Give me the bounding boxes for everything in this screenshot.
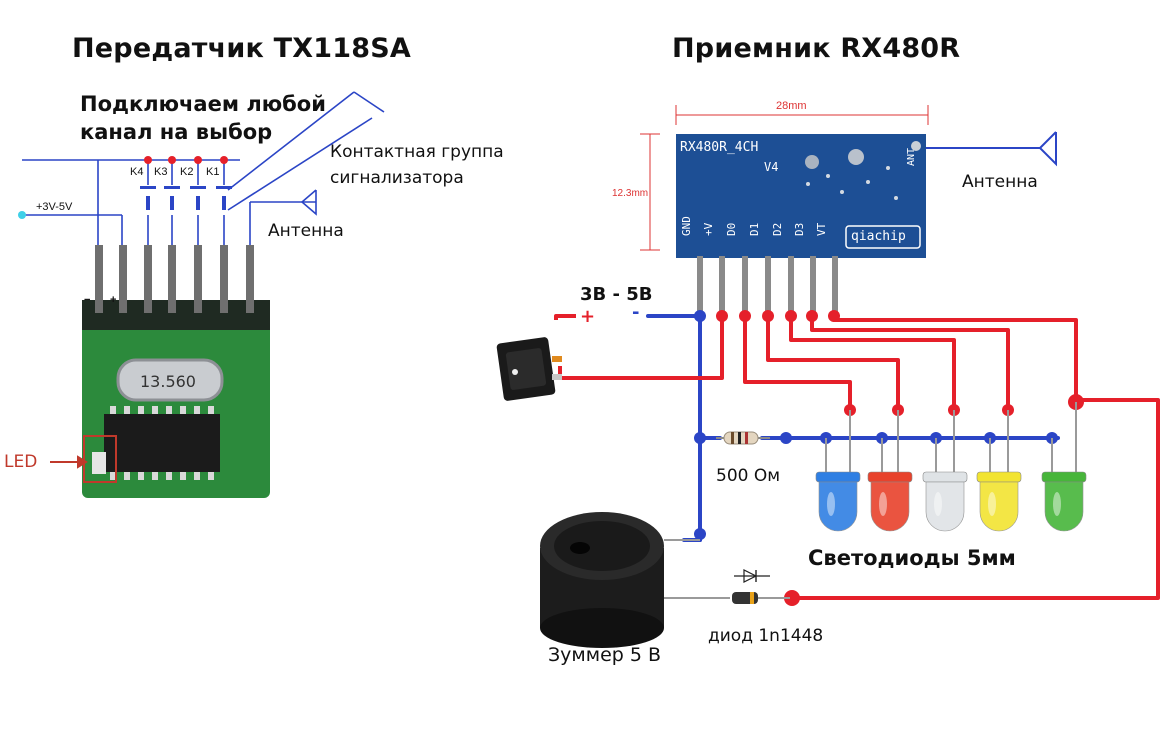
resistor — [716, 431, 770, 445]
rx-antenna-label: Антенна — [962, 172, 1038, 192]
rx-brand: qiachip — [851, 229, 906, 244]
tx-plus-label: + — [110, 294, 117, 306]
dimension-lines — [640, 105, 929, 251]
rx-pin-label: VT — [815, 222, 828, 236]
rx-width-label: 28mm — [776, 100, 807, 112]
tx-title: Передатчик TX118SA — [72, 33, 411, 64]
buzzer-label: Зуммер 5 В — [548, 644, 662, 666]
rx-pin-label: D2 — [771, 222, 784, 236]
supply-label: 3В - 5В — [580, 284, 653, 305]
red-nodes — [716, 310, 1084, 606]
tx-red-nodes — [144, 156, 228, 164]
led-arrow — [50, 455, 88, 469]
led-3 — [922, 471, 968, 532]
rx-pin-label: D1 — [748, 222, 761, 236]
rx-pin-label: D3 — [793, 222, 806, 236]
led-legs — [825, 402, 1077, 475]
crystal-label: 13.560 — [140, 372, 196, 391]
tx-contact-line2: сигнализатора — [330, 168, 464, 188]
led-group — [815, 471, 1087, 532]
tx-contact-line1: Контактная группа — [330, 142, 504, 162]
led-1 — [815, 471, 861, 532]
tx-power-label: +3V-5V — [36, 201, 73, 213]
tx-key-k1: K1 — [206, 166, 220, 178]
tx-hint-line1: Подключаем любой — [80, 92, 326, 116]
buzzer — [540, 512, 730, 648]
rx-height-label: 12.3mm — [612, 188, 649, 199]
diode — [732, 569, 790, 604]
led-5 — [1041, 471, 1087, 532]
resistor-label: 500 Ом — [716, 466, 781, 486]
tx-minus-label: − — [84, 294, 91, 306]
supply-plus: + — [580, 306, 596, 327]
tx-board — [82, 300, 270, 498]
rx-pin-label: D0 — [725, 222, 738, 236]
diode-label: диод 1n1448 — [708, 626, 824, 646]
tx-buttons — [140, 186, 232, 210]
rx-board — [676, 134, 926, 258]
tx-antenna-label: Антенна — [268, 221, 344, 241]
tx-key-k4: K4 — [130, 166, 144, 178]
led-4 — [976, 471, 1022, 532]
tx-key-k2: K2 — [180, 166, 194, 178]
tx-wiring — [22, 91, 385, 245]
power-switch — [496, 337, 562, 401]
leds-label: Светодиоды 5мм — [808, 546, 1016, 570]
tx-pins — [95, 245, 254, 313]
power-node — [18, 211, 26, 219]
rx-pins — [697, 256, 838, 314]
supply-minus: - — [632, 302, 640, 323]
red-wires — [554, 314, 1160, 600]
rx-pin-label: GND — [680, 216, 693, 236]
rx-title: Приемник RX480R — [672, 33, 961, 64]
rx-ant-pin: ANT — [906, 147, 917, 166]
led-2 — [867, 471, 913, 532]
tx-hint-line2: канал на выбор — [80, 120, 273, 144]
tx-key-k3: K3 — [154, 166, 168, 178]
rx-pin-label: +V — [702, 222, 715, 236]
rx-board-name: RX480R_4CH — [680, 140, 759, 155]
rx-board-version: V4 — [764, 160, 779, 174]
rx-antenna — [926, 131, 1057, 167]
led-label: LED — [4, 452, 38, 472]
